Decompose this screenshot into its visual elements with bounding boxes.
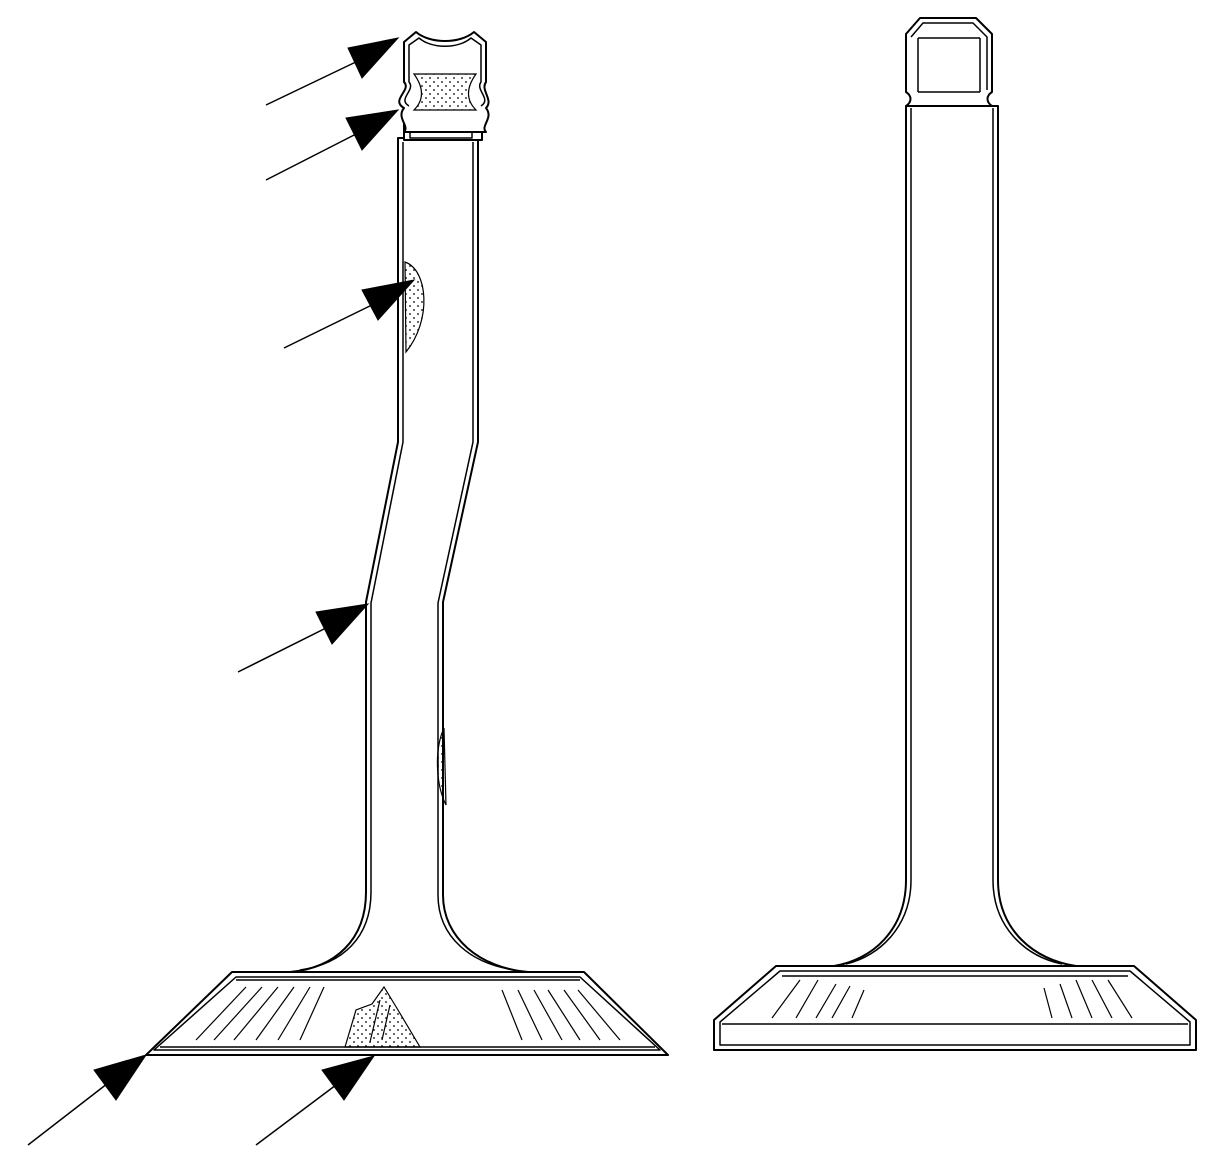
callout-arrows (27, 37, 416, 1146)
good-valve-head (713, 965, 1197, 1051)
good-valve (713, 17, 1197, 1051)
callout-arrow-face-burn (255, 1055, 376, 1146)
damaged-valve-face-burn (344, 985, 422, 1048)
damaged-valve-stem-scuff-lower (436, 727, 447, 806)
damaged-valve (27, 31, 669, 1146)
callout-arrow-bent-stem (237, 603, 370, 673)
damaged-valve-tip (398, 31, 490, 141)
callout-arrow-head-margin (27, 1054, 148, 1146)
callout-arrow-groove (265, 109, 400, 181)
damaged-valve-tip-wear (412, 73, 478, 111)
callout-arrow-stem-scuff (283, 279, 416, 349)
good-valve-head-hatching (771, 979, 1133, 1019)
damaged-valve-stem (289, 137, 529, 973)
callout-arrow-tip (265, 37, 400, 106)
damaged-valve-head (145, 971, 669, 1056)
damaged-valve-head-hatching (195, 986, 621, 1041)
good-valve-tip (905, 17, 993, 107)
good-valve-stem (833, 105, 1077, 967)
